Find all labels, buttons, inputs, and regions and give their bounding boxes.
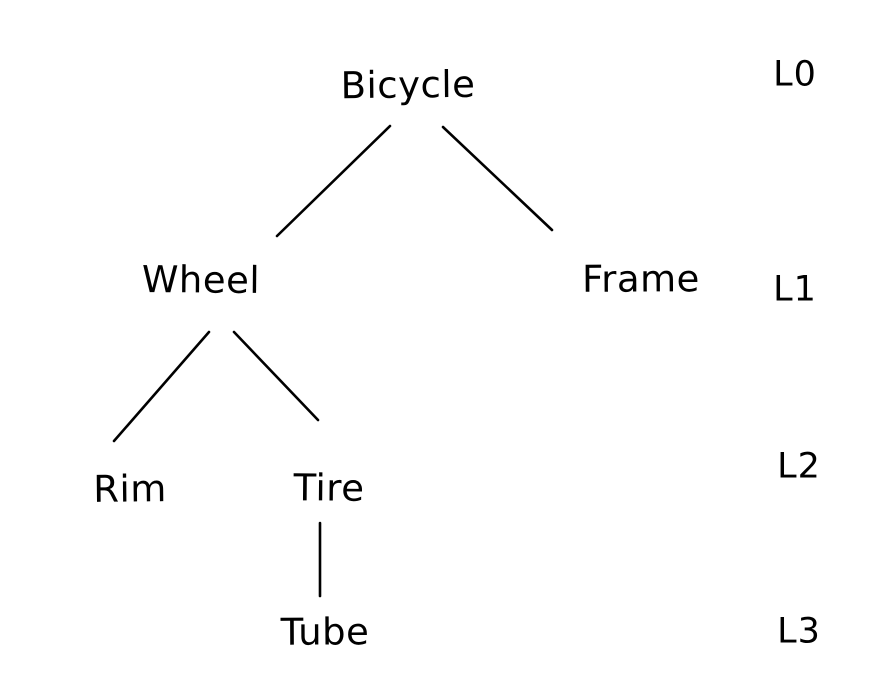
tree-node-bicycle[interactable]: Bicycle <box>340 62 476 108</box>
edge-wheel-rim <box>112 330 211 443</box>
tree-node-tire[interactable]: Tire <box>293 466 365 510</box>
tree-node-wheel[interactable]: Wheel <box>141 257 261 303</box>
edge-bicycle-frame <box>441 125 554 232</box>
edge-bicycle-wheel <box>275 124 392 238</box>
level-label-l2: L2 <box>777 446 821 487</box>
tree-node-frame[interactable]: Frame <box>581 257 701 301</box>
level-label-l3: L3 <box>777 611 821 652</box>
edge-wheel-tire <box>232 330 320 422</box>
level-label-l1: L1 <box>773 269 817 310</box>
tree-node-rim[interactable]: Rim <box>93 467 167 511</box>
tree-node-tube[interactable]: Tube <box>280 610 370 654</box>
level-label-l0: L0 <box>773 54 817 95</box>
